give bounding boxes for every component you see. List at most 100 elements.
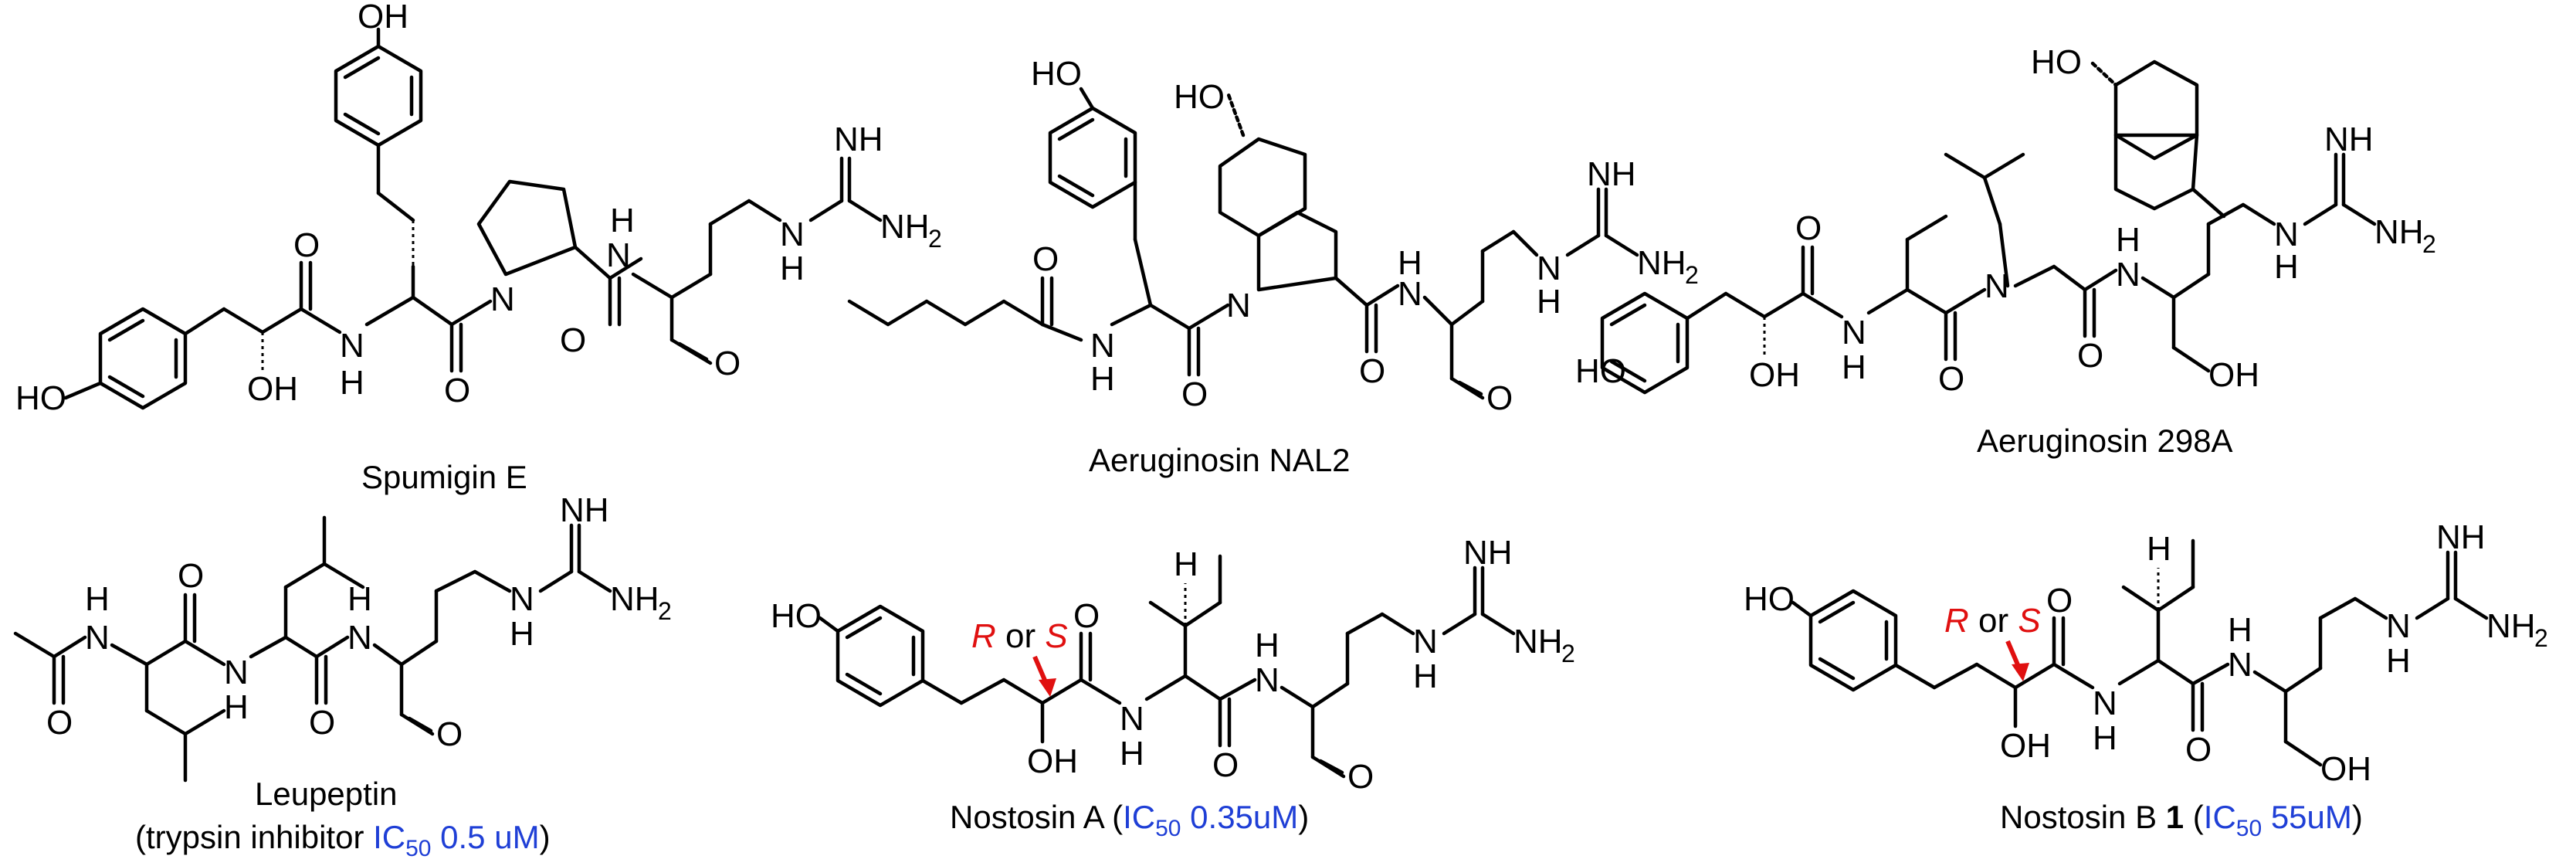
svg-text:N: N [1398, 275, 1422, 313]
svg-text:H: H [1398, 244, 1422, 282]
svg-text:N: N [1842, 314, 1866, 351]
svg-text:O: O [1347, 758, 1374, 796]
svg-text:N: N [2093, 684, 2117, 722]
structure-nostosin-b: HO OH O N H H O N H OH [1744, 518, 2548, 841]
svg-text:N: N [2386, 607, 2411, 645]
caption-spumigin-e: Spumigin E [361, 459, 527, 495]
svg-text:NH: NH [2436, 518, 2486, 556]
svg-text:O: O [444, 372, 470, 409]
svg-text:O: O [1938, 360, 1964, 398]
svg-text:N: N [224, 654, 249, 691]
svg-text:O: O [1795, 209, 1822, 247]
svg-text:O: O [46, 704, 73, 742]
svg-text:OH: OH [2000, 727, 2051, 765]
svg-text:H: H [1255, 627, 1280, 664]
structure-spumigin-e: OH HO OH O N H O N O [15, 0, 942, 495]
svg-text:H: H [1090, 360, 1115, 398]
note-leupeptin: (trypsin inhibitor IC50 0.5 uM) [135, 819, 551, 861]
svg-text:H: H [224, 688, 249, 726]
svg-text:N: N [347, 619, 372, 657]
svg-text:N: N [1120, 700, 1144, 738]
caption-nostosin-b: Nostosin B 1 (IC50 55uM) [2000, 799, 2363, 841]
stereo-label-nostosin-b: R or S [1944, 602, 2041, 640]
svg-text:H: H [510, 615, 534, 653]
svg-text:H: H [2228, 611, 2252, 649]
svg-text:O: O [1212, 746, 1239, 784]
svg-text:NH: NH [2486, 607, 2536, 645]
svg-text:NH: NH [1513, 623, 1563, 661]
svg-text:N: N [2116, 256, 2140, 294]
svg-text:N: N [510, 580, 534, 618]
svg-text:O: O [1073, 597, 1100, 635]
svg-text:N: N [1255, 661, 1280, 699]
structure-aeruginosin-298a: HO HO OH O N H O N [1575, 43, 2436, 459]
svg-text:NH: NH [1637, 244, 1686, 282]
caption-nostosin-a: Nostosin A (IC50 0.35uM) [950, 799, 1309, 841]
svg-text:H: H [780, 250, 805, 287]
svg-text:2: 2 [1561, 640, 1575, 667]
svg-text:O: O [2077, 337, 2103, 375]
caption-leupeptin: Leupeptin [255, 776, 398, 812]
svg-text:N: N [1090, 327, 1115, 365]
caption-aeruginosin-298a: Aeruginosin 298A [1977, 423, 2233, 459]
svg-text:H: H [2147, 530, 2171, 568]
svg-text:O: O [2046, 582, 2073, 620]
svg-text:OH: OH [2320, 750, 2371, 788]
svg-text:H: H [2274, 248, 2299, 286]
svg-text:NH: NH [834, 121, 883, 158]
svg-text:H: H [2093, 719, 2117, 757]
svg-text:O: O [560, 321, 586, 359]
svg-text:OH: OH [1749, 356, 1800, 394]
svg-text:HO: HO [771, 597, 822, 635]
svg-text:O: O [1181, 375, 1208, 413]
svg-text:H: H [1120, 735, 1144, 773]
svg-text:N: N [2228, 646, 2252, 684]
svg-text:HO: HO [1575, 352, 1626, 390]
svg-text:2: 2 [2422, 230, 2436, 258]
svg-text:N: N [606, 236, 631, 274]
svg-text:N: N [780, 216, 805, 253]
svg-text:HO: HO [1031, 55, 1082, 93]
svg-text:O: O [178, 557, 204, 595]
svg-text:HO: HO [15, 379, 66, 417]
svg-text:H: H [2116, 221, 2140, 259]
svg-text:NH: NH [2324, 121, 2374, 158]
svg-text:2: 2 [658, 597, 672, 625]
svg-text:NH: NH [1587, 155, 1636, 193]
svg-text:2: 2 [2534, 624, 2548, 652]
svg-text:OH: OH [358, 0, 408, 36]
svg-text:OH: OH [2208, 356, 2259, 394]
svg-text:H: H [347, 580, 372, 618]
structure-nostosin-a: HO OH O N H H O N H O [771, 534, 1575, 841]
structure-aeruginosin-nal2: HO N H O O N HO O N H [847, 55, 1699, 478]
svg-text:N: N [85, 619, 110, 657]
svg-text:H: H [610, 202, 635, 239]
svg-text:H: H [85, 580, 110, 618]
svg-text:O: O [1359, 352, 1385, 390]
svg-text:O: O [309, 704, 335, 742]
svg-text:H: H [1174, 545, 1198, 583]
svg-text:N: N [2274, 216, 2299, 253]
svg-text:HO: HO [1744, 580, 1795, 618]
svg-text:H: H [340, 364, 364, 402]
structure-leupeptin: O N H O N H O N H O N [13, 491, 672, 861]
stereo-arrow [2005, 640, 2022, 670]
stereo-arrow [1032, 655, 1049, 685]
svg-text:NH: NH [610, 580, 659, 618]
svg-text:O: O [293, 226, 320, 264]
svg-text:O: O [2185, 731, 2212, 769]
svg-text:O: O [1032, 240, 1059, 278]
svg-text:NH: NH [1463, 534, 1513, 572]
svg-text:H: H [2386, 642, 2411, 680]
svg-text:2: 2 [928, 225, 942, 253]
svg-text:NH: NH [880, 208, 930, 246]
svg-text:NH: NH [560, 491, 609, 529]
svg-text:NH: NH [2374, 213, 2424, 251]
svg-text:H: H [1413, 657, 1438, 695]
svg-text:O: O [436, 715, 463, 753]
svg-text:H: H [1537, 283, 1561, 321]
svg-text:N: N [1985, 267, 2009, 305]
svg-text:OH: OH [247, 370, 298, 408]
svg-text:N: N [490, 280, 515, 318]
